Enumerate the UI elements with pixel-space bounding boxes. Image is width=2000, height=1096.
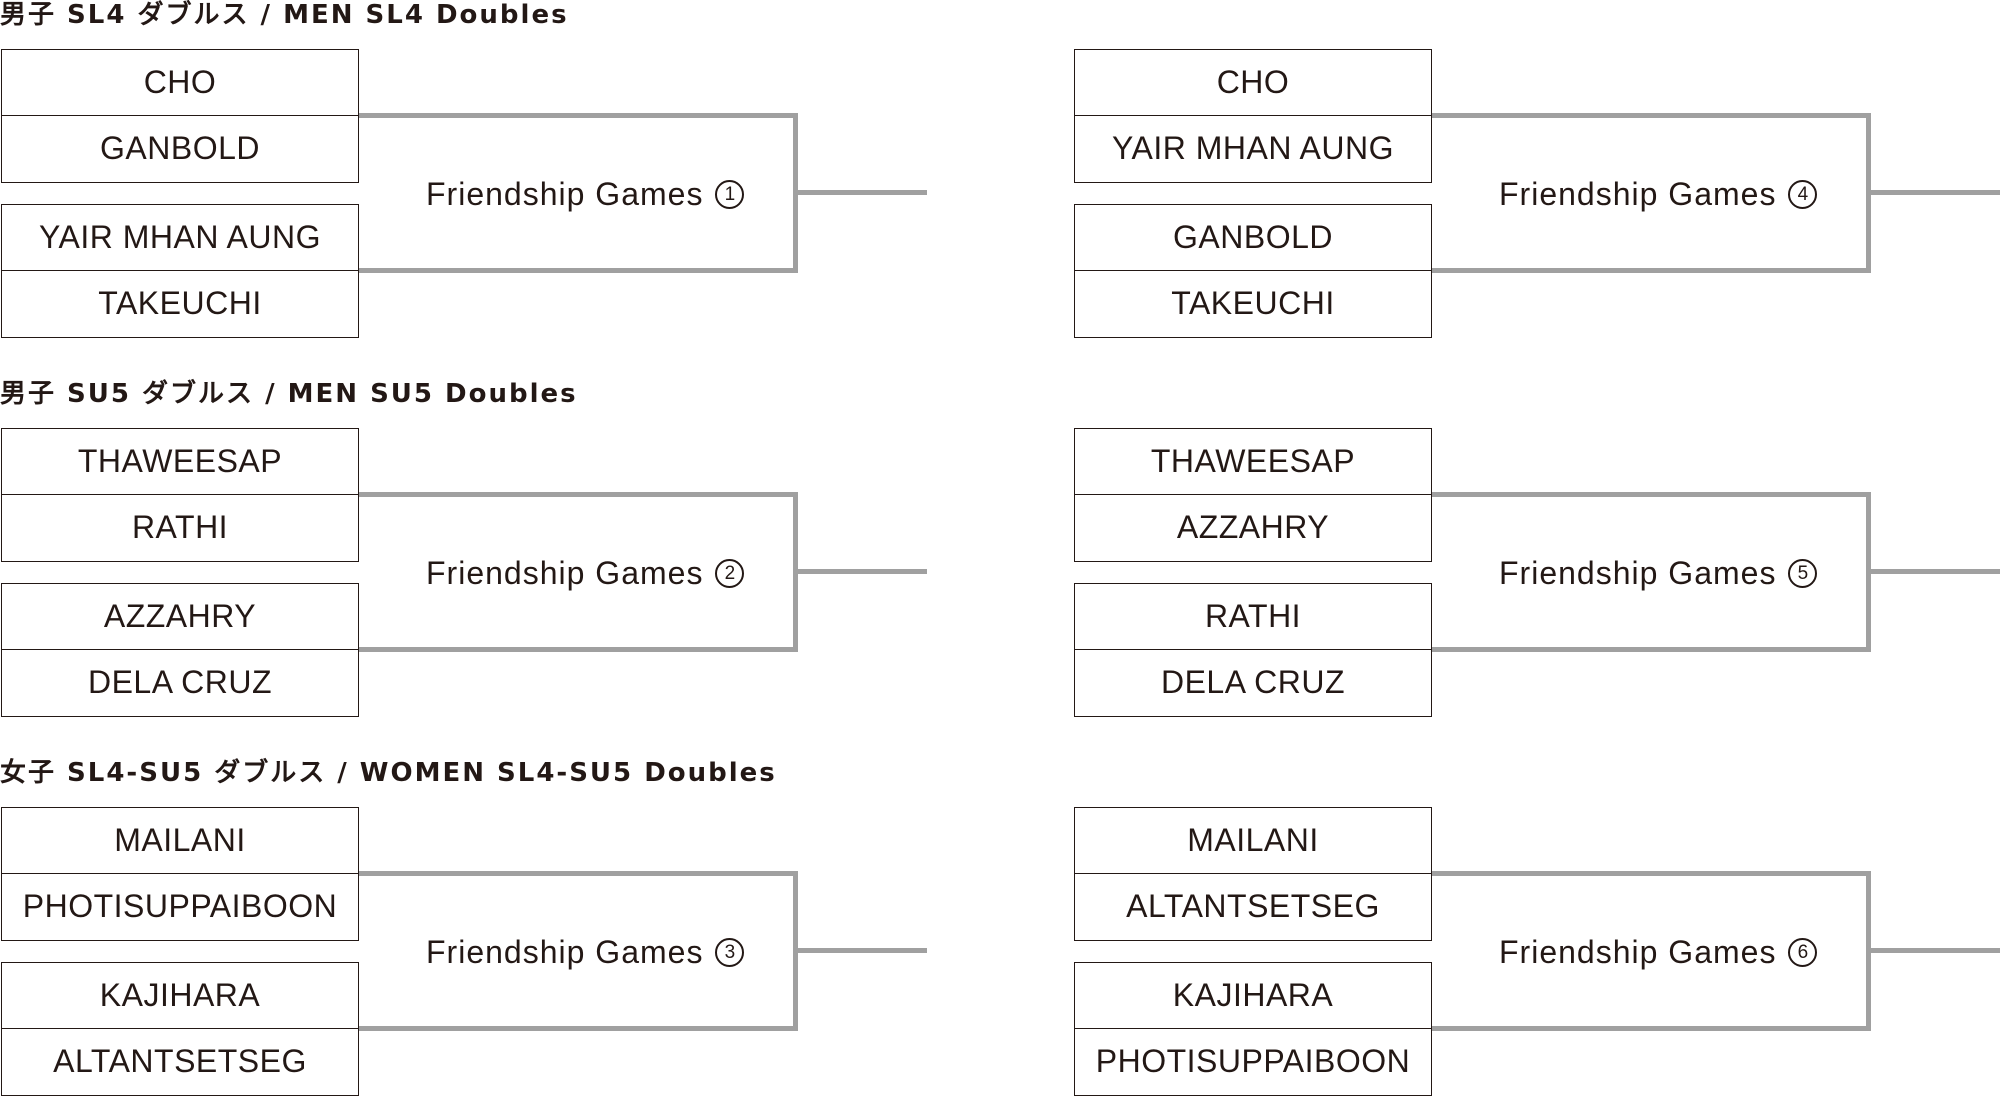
player-name: GANBOLD [1074, 204, 1432, 271]
bracket-winner-line [1871, 569, 2000, 574]
player-name: MAILANI [1074, 807, 1432, 874]
bracket-winner-line [1871, 190, 2000, 195]
bracket-winner-line [1871, 948, 2000, 953]
player-name: THAWEESAP [1, 428, 359, 495]
match-number-badge: 5 [1788, 558, 1818, 588]
player-name: ALTANTSETSEG [1074, 872, 1432, 941]
bracket-connector [1432, 268, 1871, 273]
bracket-connector [1866, 871, 1871, 1031]
match-label: Friendship Games 6 [1499, 934, 1818, 970]
section-title: 男子 SL4 ダブルス / MEN SL4 Doubles [0, 0, 569, 30]
team-a: MAILANI ALTANTSETSEG [1074, 807, 1432, 941]
bracket-connector [359, 1026, 798, 1031]
bracket-connector [1432, 492, 1871, 497]
player-name: RATHI [1074, 583, 1432, 650]
bracket-connector [793, 113, 798, 273]
player-name: AZZAHRY [1, 583, 359, 650]
bracket-connector [1432, 647, 1871, 652]
player-name: MAILANI [1, 807, 359, 874]
team-a: CHO GANBOLD [1, 49, 359, 183]
team-b: YAIR MHAN AUNG TAKEUCHI [1, 204, 359, 338]
team-b: AZZAHRY DELA CRUZ [1, 583, 359, 717]
player-name: DELA CRUZ [1, 648, 359, 717]
match-number-badge: 2 [715, 558, 745, 588]
match-label: Friendship Games 5 [1499, 555, 1818, 591]
player-name: TAKEUCHI [1074, 269, 1432, 338]
match-label: Friendship Games 2 [426, 555, 745, 591]
section-title: 男子 SU5 ダブルス / MEN SU5 Doubles [0, 379, 578, 409]
bracket-connector [359, 647, 798, 652]
player-name: YAIR MHAN AUNG [1074, 114, 1432, 183]
team-a: MAILANI PHOTISUPPAIBOON [1, 807, 359, 941]
team-b: KAJIHARA ALTANTSETSEG [1, 962, 359, 1096]
player-name: ALTANTSETSEG [1, 1027, 359, 1096]
bracket-connector [793, 492, 798, 652]
player-name: CHO [1, 49, 359, 116]
player-name: THAWEESAP [1074, 428, 1432, 495]
team-a: THAWEESAP AZZAHRY [1074, 428, 1432, 562]
match-label: Friendship Games 4 [1499, 176, 1818, 212]
match-label-text: Friendship Games [1499, 176, 1777, 212]
bracket-connector [1432, 1026, 1871, 1031]
bracket-winner-line [798, 569, 927, 574]
bracket-connector [359, 871, 798, 876]
player-name: DELA CRUZ [1074, 648, 1432, 717]
team-a: THAWEESAP RATHI [1, 428, 359, 562]
match-number-badge: 1 [715, 179, 745, 209]
match-number-badge: 3 [715, 937, 745, 967]
match-label-text: Friendship Games [1499, 555, 1777, 591]
bracket-winner-line [798, 190, 927, 195]
player-name: KAJIHARA [1, 962, 359, 1029]
team-b: RATHI DELA CRUZ [1074, 583, 1432, 717]
bracket-connector [359, 113, 798, 118]
bracket-connector [1432, 113, 1871, 118]
match-label-text: Friendship Games [426, 176, 704, 212]
bracket-winner-line [798, 948, 927, 953]
player-name: TAKEUCHI [1, 269, 359, 338]
team-b: GANBOLD TAKEUCHI [1074, 204, 1432, 338]
match-number-badge: 6 [1788, 937, 1818, 967]
team-a: CHO YAIR MHAN AUNG [1074, 49, 1432, 183]
match-label-text: Friendship Games [426, 555, 704, 591]
bracket-connector [793, 871, 798, 1031]
match-label: Friendship Games 1 [426, 176, 745, 212]
team-b: KAJIHARA PHOTISUPPAIBOON [1074, 962, 1432, 1096]
match-label: Friendship Games 3 [426, 934, 745, 970]
bracket-connector [1866, 492, 1871, 652]
player-name: YAIR MHAN AUNG [1, 204, 359, 271]
player-name: PHOTISUPPAIBOON [1074, 1027, 1432, 1096]
player-name: KAJIHARA [1074, 962, 1432, 1029]
player-name: GANBOLD [1, 114, 359, 183]
player-name: PHOTISUPPAIBOON [1, 872, 359, 941]
section-title: 女子 SL4-SU5 ダブルス / WOMEN SL4-SU5 Doubles [0, 758, 777, 788]
player-name: RATHI [1, 493, 359, 562]
bracket-connector [1866, 113, 1871, 273]
bracket-connector [359, 268, 798, 273]
player-name: AZZAHRY [1074, 493, 1432, 562]
bracket-connector [359, 492, 798, 497]
match-number-badge: 4 [1788, 179, 1818, 209]
bracket-connector [1432, 871, 1871, 876]
match-label-text: Friendship Games [1499, 934, 1777, 970]
match-label-text: Friendship Games [426, 934, 704, 970]
player-name: CHO [1074, 49, 1432, 116]
